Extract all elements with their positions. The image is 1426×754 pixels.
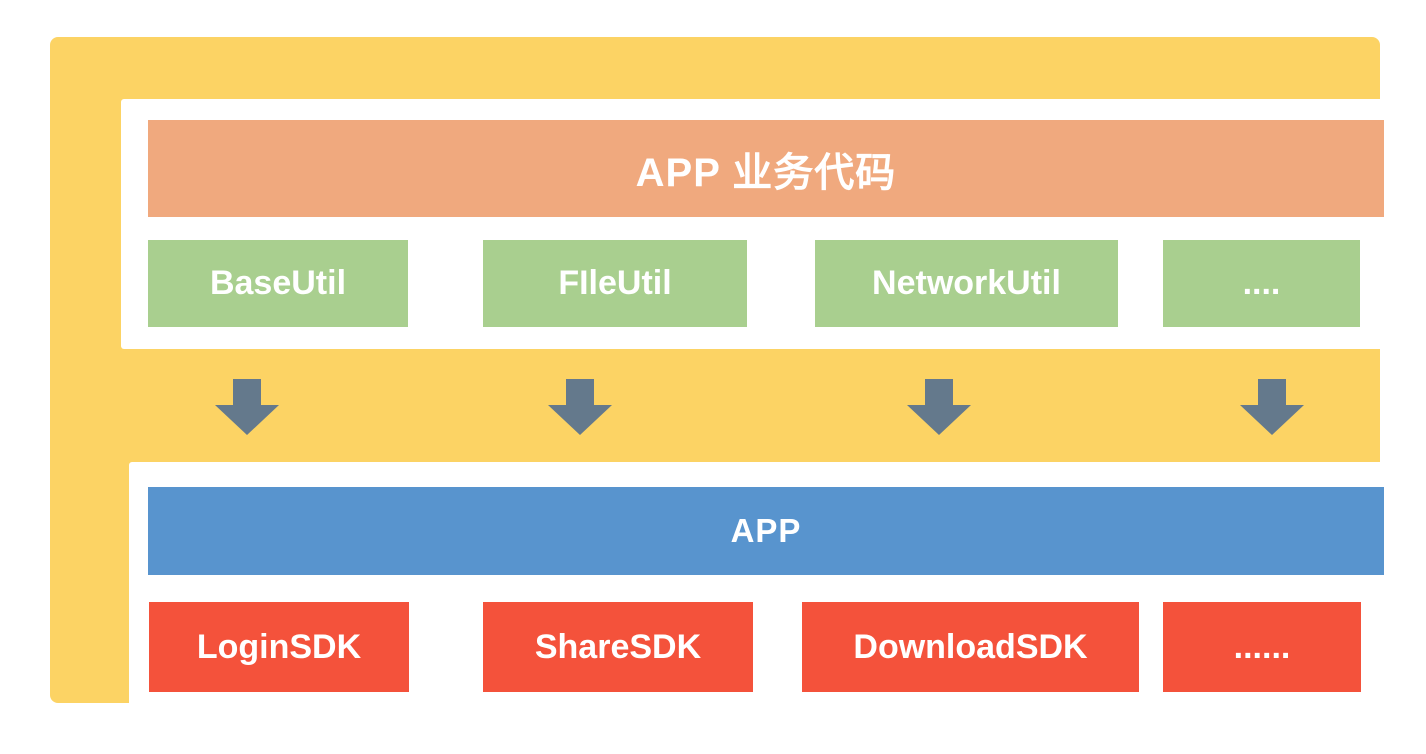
util-box-label: .... bbox=[1242, 264, 1281, 302]
sdk-box-sharesdk: ShareSDK bbox=[483, 602, 753, 692]
app-business-code-bar: APP 业务代码 bbox=[148, 120, 1384, 217]
app-bar: APP bbox=[148, 487, 1384, 575]
down-arrow-icon bbox=[907, 379, 971, 435]
util-box-networkutil: NetworkUtil bbox=[815, 240, 1118, 327]
sdk-box-label: ShareSDK bbox=[534, 627, 702, 666]
down-arrow-icon bbox=[548, 379, 612, 435]
sdk-box-ellipsis: ...... bbox=[1163, 602, 1361, 692]
down-arrow-icon bbox=[215, 379, 279, 435]
util-box-label: FIleUtil bbox=[558, 264, 672, 302]
diagram-background: APP 业务代码 BaseUtil FIleUtil NetworkUtil .… bbox=[50, 37, 1407, 710]
down-arrow-icon bbox=[1240, 379, 1304, 435]
sdk-box-downloadsdk: DownloadSDK bbox=[802, 602, 1139, 692]
util-box-baseutil: BaseUtil bbox=[148, 240, 408, 327]
sdk-box-label: LoginSDK bbox=[196, 627, 362, 666]
util-box-label: BaseUtil bbox=[209, 264, 347, 302]
util-box-fileutil: FIleUtil bbox=[483, 240, 747, 327]
app-bar-label: APP bbox=[730, 512, 802, 549]
sdk-box-loginsdk: LoginSDK bbox=[149, 602, 409, 692]
app-business-code-label: APP 业务代码 bbox=[635, 150, 897, 195]
sdk-box-label: DownloadSDK bbox=[853, 627, 1088, 666]
util-box-ellipsis: .... bbox=[1163, 240, 1360, 327]
sdk-box-label: ...... bbox=[1233, 627, 1291, 666]
util-box-label: NetworkUtil bbox=[872, 264, 1061, 302]
